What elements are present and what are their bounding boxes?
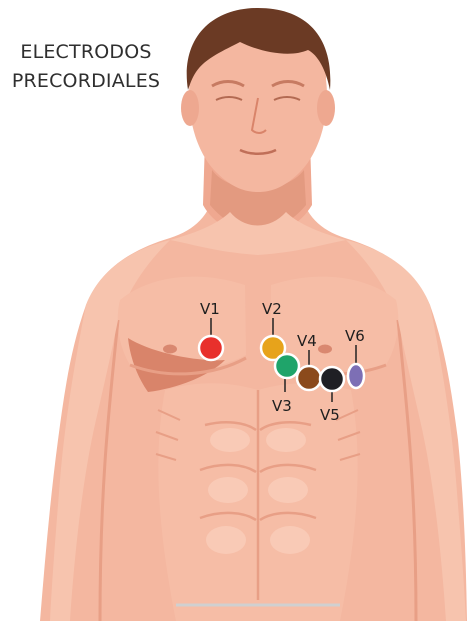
label-v3: V3 (272, 397, 292, 415)
shoulder-left (86, 240, 170, 320)
electrode-dot-v4 (295, 364, 323, 392)
brow-right (271, 80, 305, 88)
ab-pads (206, 428, 310, 554)
electrode-dot-v2 (259, 334, 287, 362)
electrodes: V1 V2 V3 V4 V5 V6 (197, 300, 366, 424)
electrode-dot-v3 (273, 352, 301, 380)
eye-left (215, 96, 243, 101)
shoulder-right (346, 240, 430, 320)
trapezius (170, 212, 346, 255)
pec-line-left (129, 356, 247, 376)
nose (250, 97, 267, 134)
abdominals (199, 421, 317, 522)
nipple-left (163, 344, 177, 354)
head (189, 18, 327, 192)
serratus (155, 409, 361, 461)
title: ELECTRODOS PRECORDIALES (6, 38, 166, 96)
electrode-v3: V3 (272, 352, 301, 415)
arm-line-right (396, 319, 418, 621)
arm-line-left (98, 319, 120, 621)
brow-left (211, 80, 245, 88)
body (40, 8, 467, 621)
mouth (239, 148, 277, 155)
ear-right (317, 90, 335, 126)
label-v5: V5 (320, 406, 340, 424)
arm-right (398, 305, 466, 621)
electrode-dot-v1 (197, 334, 225, 362)
pectoral-right (270, 276, 399, 371)
label-v1: V1 (200, 300, 220, 318)
ear-left (181, 90, 199, 126)
label-v4: V4 (297, 332, 317, 350)
nipple-right (318, 344, 332, 354)
label-v2: V2 (262, 300, 282, 318)
electrode-v2: V2 (259, 300, 287, 362)
label-v6: V6 (345, 327, 365, 345)
electrode-v5: V5 (318, 365, 346, 424)
electrode-dot-v6 (346, 362, 366, 390)
title-line-1: ELECTRODOS (20, 41, 152, 63)
electrode-v6: V6 (345, 327, 366, 390)
electrode-dot-v5 (318, 365, 346, 393)
armpit-shadow (128, 338, 225, 392)
arm-left (50, 305, 118, 621)
title-line-2: PRECORDIALES (11, 70, 161, 92)
hair (186, 8, 331, 90)
eye-right (273, 96, 301, 101)
electrode-v1: V1 (197, 300, 225, 362)
electrode-v4: V4 (295, 332, 323, 392)
